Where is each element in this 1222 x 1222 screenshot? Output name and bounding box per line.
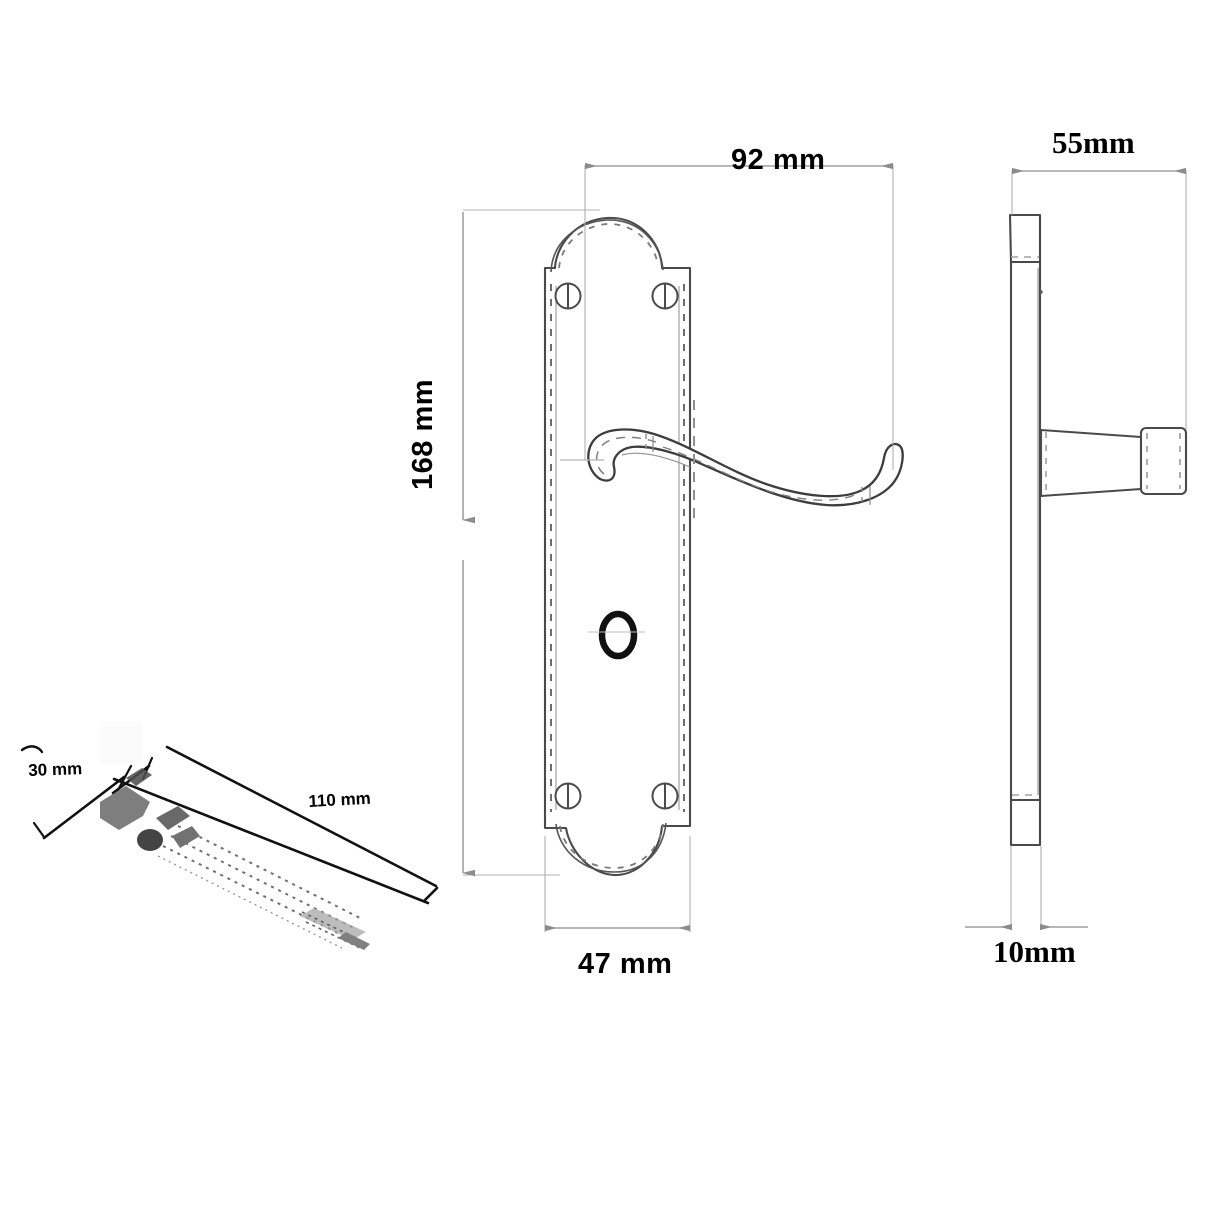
- dimension-label-10mm: 10mm: [993, 934, 1076, 969]
- inset-view-group: [20, 722, 439, 950]
- dimension-label-47mm: 47 mm: [578, 948, 673, 980]
- dimension-92mm: [584, 162, 894, 470]
- inset-latch-photo: [100, 768, 370, 950]
- front-view-group: [462, 162, 904, 932]
- side-lever-neck: [1039, 428, 1143, 498]
- side-view-group: [965, 167, 1188, 931]
- dimension-47mm: [544, 836, 691, 932]
- plate-inner-edge: [555, 286, 680, 810]
- screw-top-right: [651, 282, 679, 310]
- backplate-outline: [543, 216, 692, 877]
- dimension-label-168mm: 168 mm: [407, 378, 439, 490]
- side-backplate: [1008, 213, 1043, 847]
- side-lever-end-block: [1139, 426, 1188, 496]
- dimension-label-30mm: 30 mm: [27, 759, 83, 780]
- dimension-label-110mm: 110 mm: [307, 788, 372, 811]
- dimension-label-92mm: 92 mm: [731, 144, 826, 176]
- inset-dimension-lines: [32, 745, 439, 905]
- dimension-label-55mm: 55mm: [1052, 125, 1135, 160]
- screw-bottom-right: [651, 782, 679, 810]
- dimension-168mm: [462, 209, 600, 877]
- plate-chamfer-detail: [550, 284, 685, 812]
- screw-group: [554, 282, 679, 810]
- cap-dash-detail: [558, 223, 664, 869]
- keyhole: [588, 610, 645, 660]
- screw-top-left: [554, 282, 582, 310]
- dimension-10mm: [965, 846, 1088, 931]
- inset-hook-mark: [20, 745, 44, 754]
- dimension-55mm: [1011, 167, 1187, 430]
- screw-bottom-left: [554, 782, 582, 810]
- lever-centre-lines: [560, 400, 695, 520]
